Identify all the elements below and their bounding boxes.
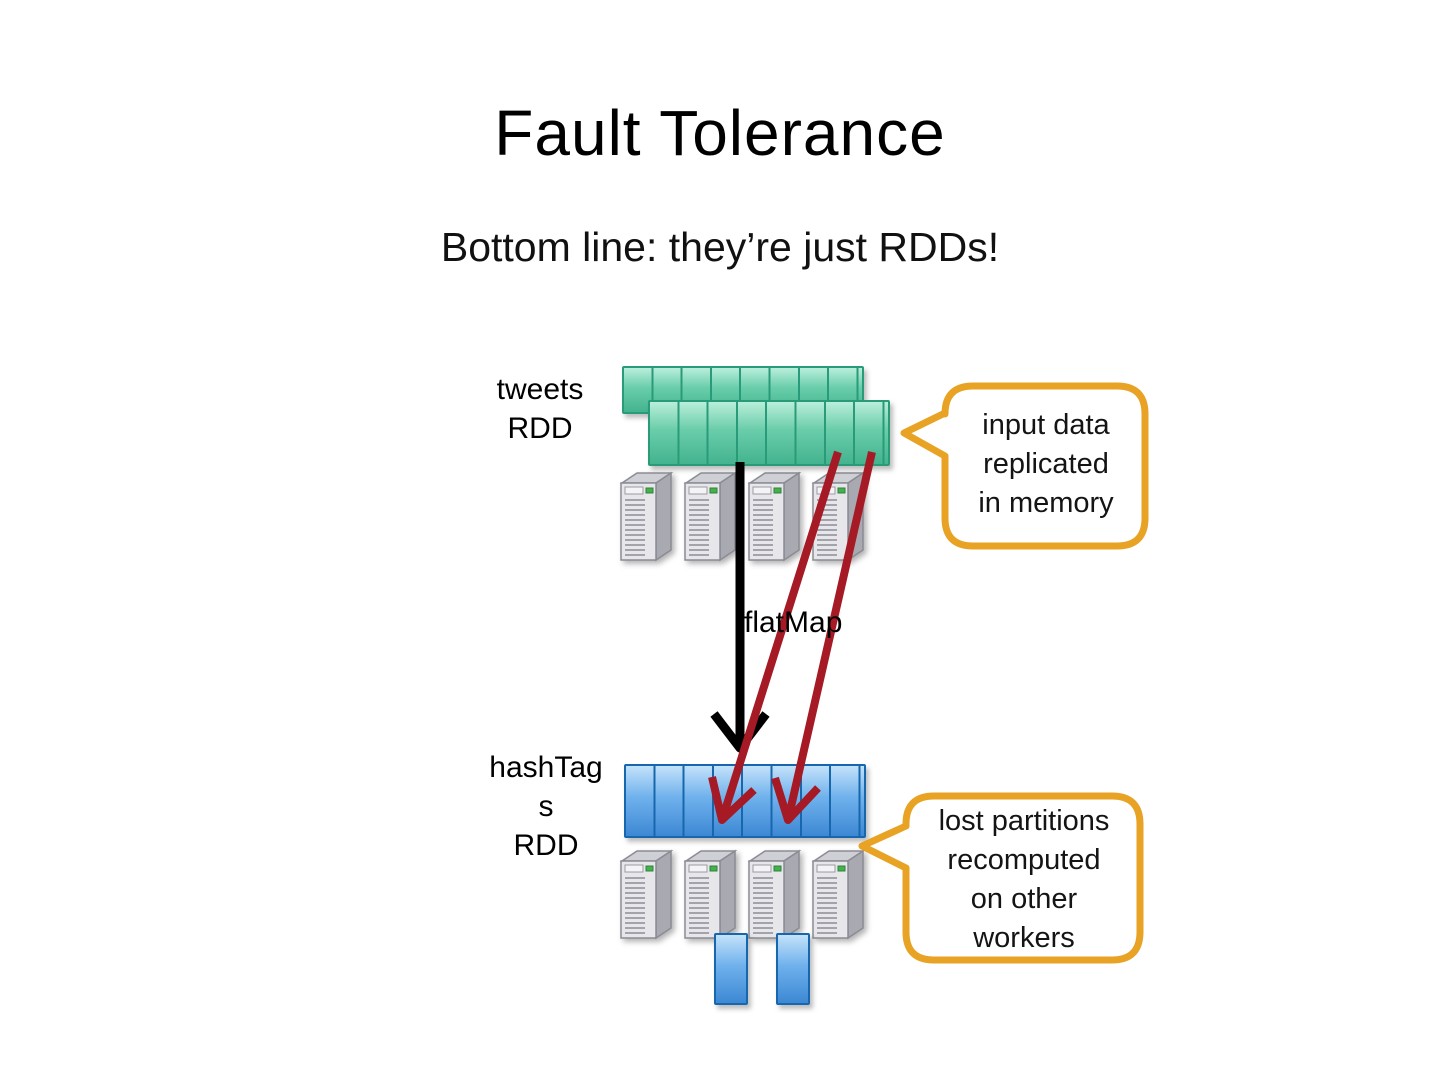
hashtags-rdd-partitions — [624, 764, 866, 838]
worker-server-icon — [812, 472, 864, 561]
callout-lost-partitions: lost partitions recomputed on other work… — [858, 788, 1150, 972]
hashtags-rdd-label: hashTag s RDD — [489, 751, 603, 862]
tweets-rdd-partitions — [648, 400, 890, 466]
slide-title: Fault Tolerance — [494, 97, 946, 169]
worker-server-icon — [620, 850, 672, 939]
callout-input-replicated: input data replicated in memory — [900, 378, 1152, 556]
recomputed-partition-block — [776, 933, 810, 1005]
callout-lost-text: lost partitions recomputed on other work… — [938, 805, 1110, 954]
flatmap-label: flatMap — [744, 606, 843, 639]
callout-input-text: input data replicated in memory — [978, 409, 1114, 519]
recomputed-partition-block — [714, 933, 748, 1005]
slide-subtitle: Bottom line: they’re just RDDs! — [440, 224, 1000, 270]
tweets-rdd-label: tweets RDD — [496, 373, 584, 445]
worker-server-icon — [620, 472, 672, 561]
worker-server-icon — [684, 472, 736, 561]
worker-server-icon — [748, 472, 800, 561]
